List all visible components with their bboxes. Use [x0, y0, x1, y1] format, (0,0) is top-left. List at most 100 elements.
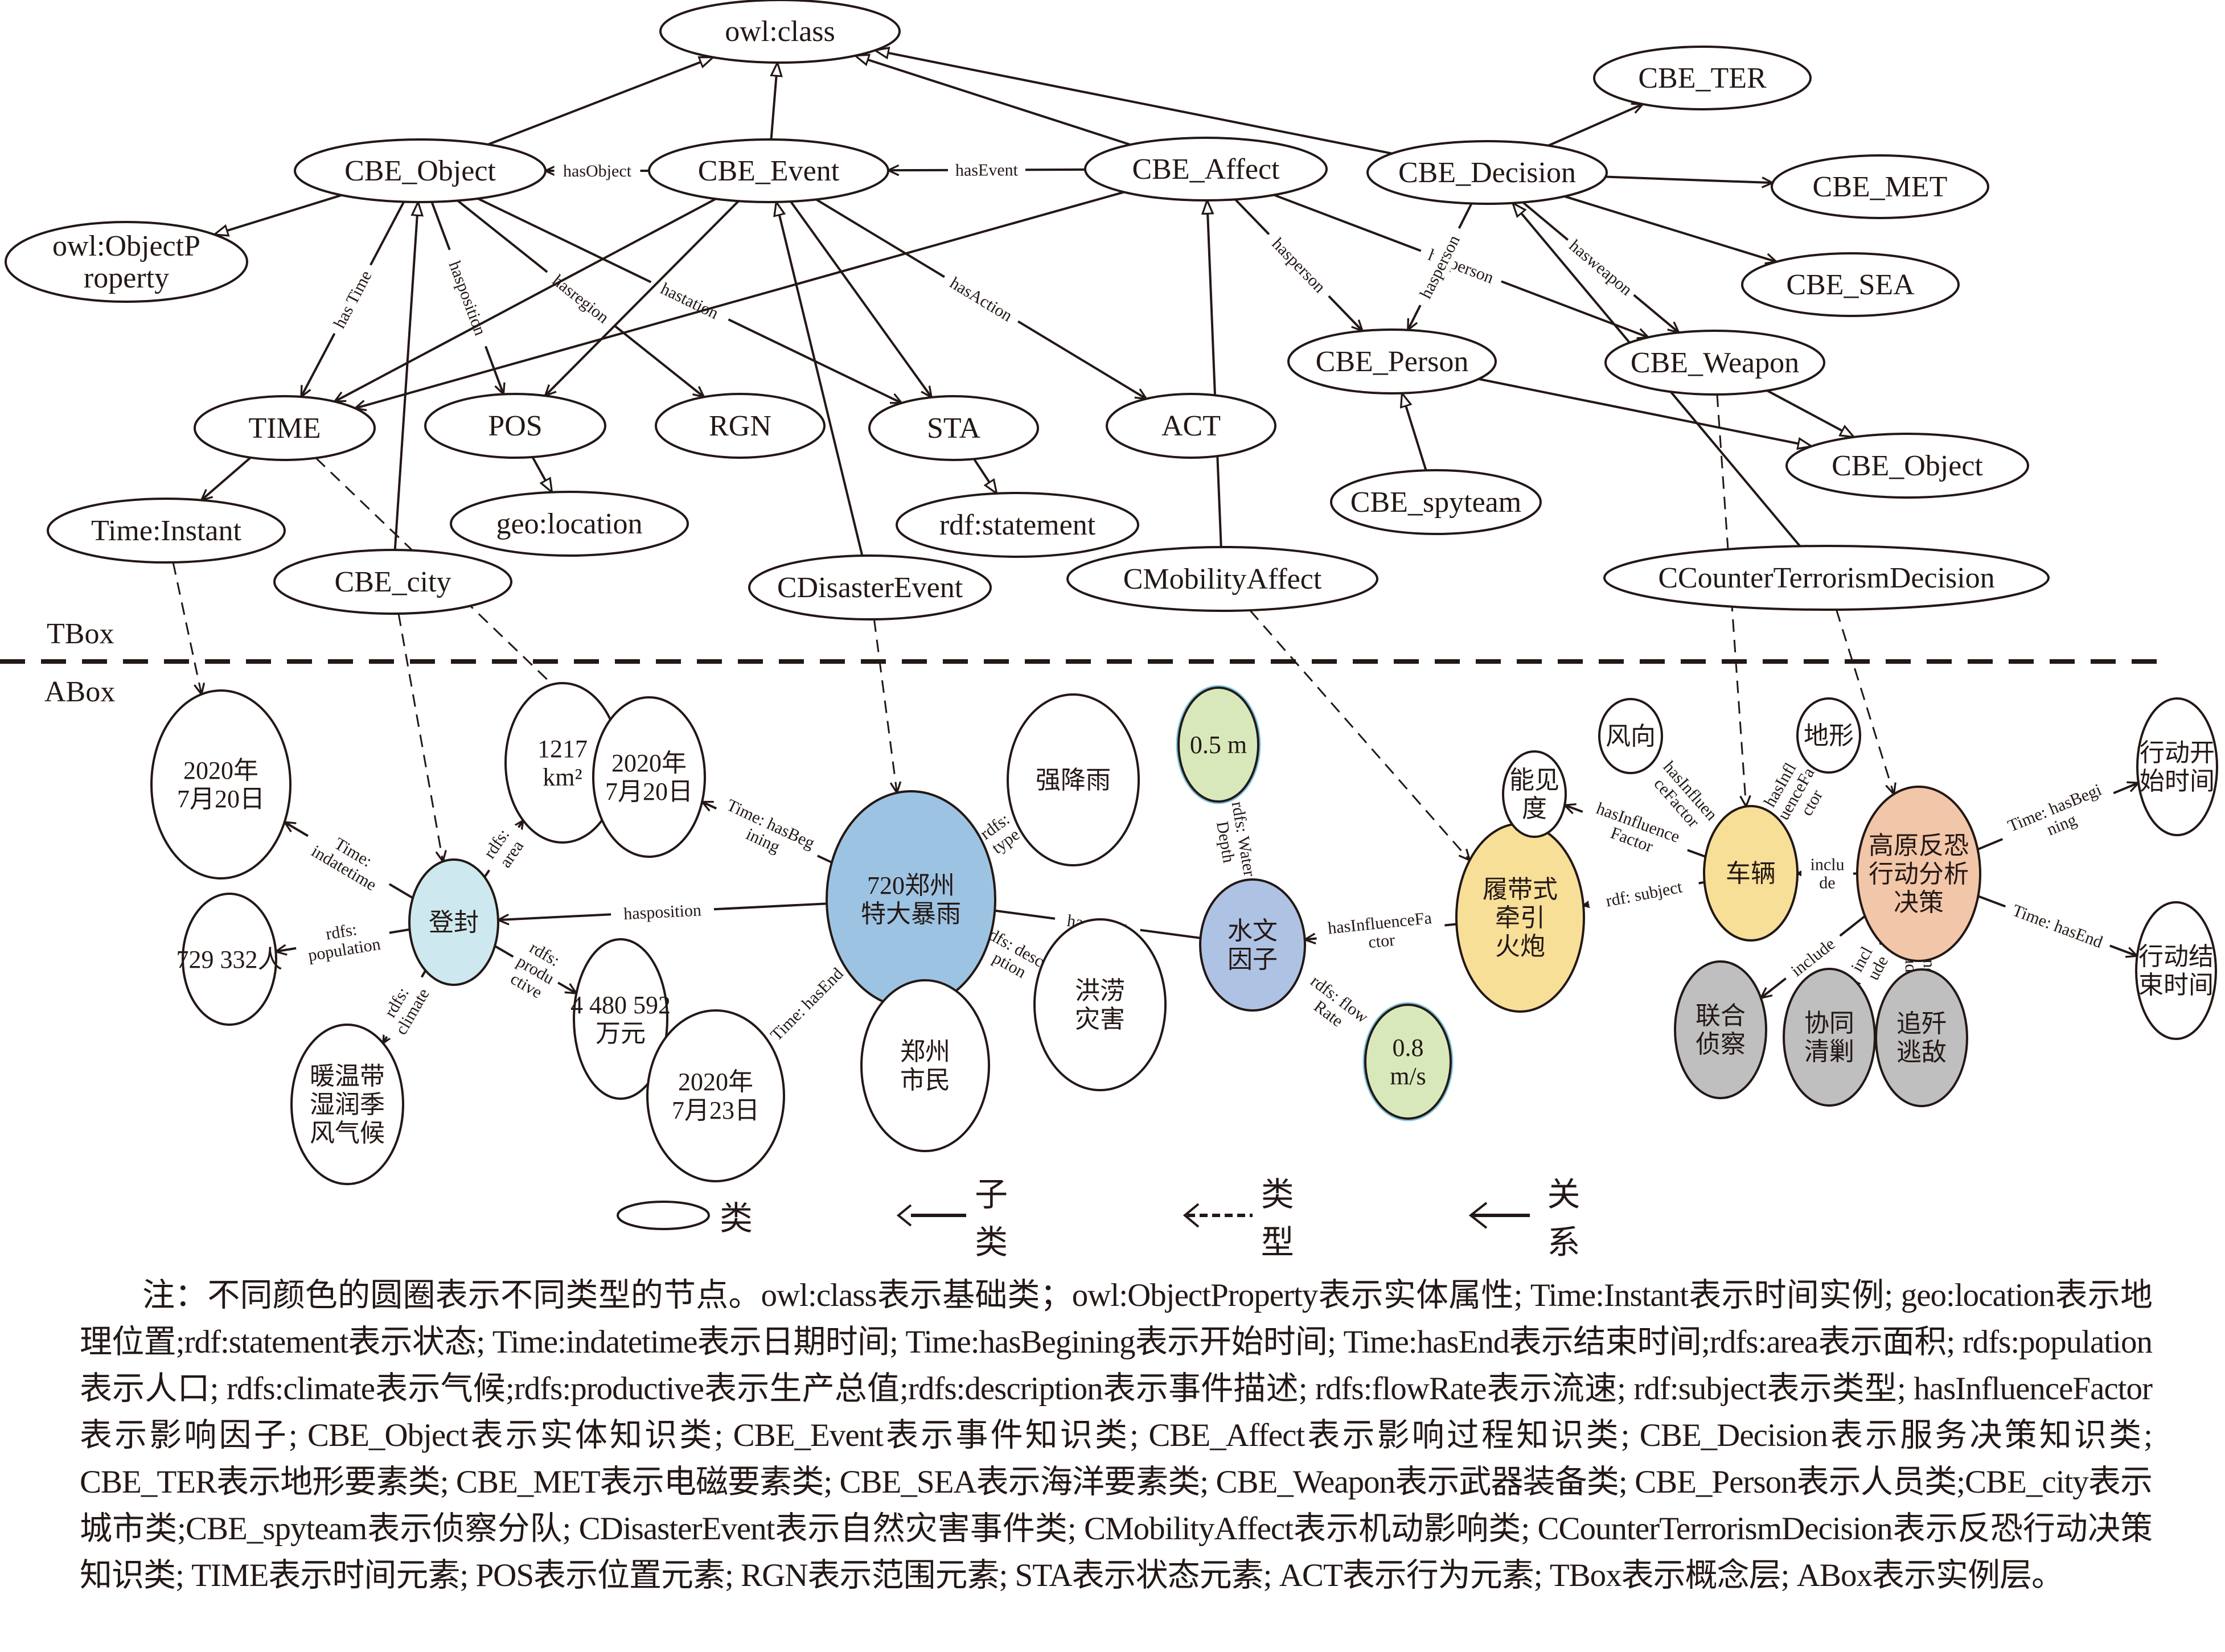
instance-node-visibility: 能见度: [1502, 750, 1567, 838]
legend-label: 子类: [975, 1176, 1008, 1261]
node-label: 7月20日: [177, 785, 265, 813]
legend-item-type: 类型: [1181, 1168, 1325, 1263]
node-shape: [573, 938, 668, 1100]
node-shape: [1177, 687, 1259, 803]
node-label: rdf:statement: [939, 509, 1096, 541]
edge-line: [873, 619, 897, 793]
edge-relation: Time:indatetime: [285, 819, 414, 902]
edge-label: rdfs:productive: [498, 931, 573, 1008]
node-shape: [2136, 697, 2218, 836]
node-label: 风向: [1606, 722, 1656, 750]
abox-label: ABox: [44, 676, 115, 708]
edge-line: [776, 202, 864, 556]
class-node-cbe-met: CBE_MET: [1771, 154, 1989, 219]
edge-relation: [545, 200, 740, 396]
node-shape: [194, 395, 376, 461]
class-node-cbe-weapon: CBE_Weapon: [1604, 330, 1825, 396]
edge-instance: [172, 562, 202, 695]
edge-label-bg: [646, 272, 733, 330]
node-shape: [150, 689, 292, 880]
node-label: 行动分析: [1869, 860, 1969, 888]
node-label: 灾害: [1075, 1005, 1125, 1033]
instance-node-dengfeng: 登封: [408, 858, 499, 986]
class-node-cbe-sea: CBE_SEA: [1741, 252, 1960, 317]
edge-line: [545, 200, 740, 396]
edge-label-bg: [610, 898, 715, 926]
node-label: 火炮: [1495, 932, 1545, 960]
edge-label-bg: [1841, 935, 1898, 992]
node-shape: [294, 138, 547, 203]
edge-line: [855, 56, 1131, 146]
node-label: 水文: [1228, 917, 1278, 945]
node-shape: [290, 1024, 404, 1185]
edge-label-bg: [298, 819, 400, 902]
class-node-cmobility: CMobilityAffect: [1066, 546, 1378, 612]
edge-label-bg: [473, 816, 535, 882]
instance-node-heavyrain: 强降雨: [1007, 693, 1140, 866]
node-shape: [1199, 878, 1306, 1012]
node-label: geo:location: [496, 508, 642, 540]
class-node-owl-objprop: owl:ObjectProperty: [5, 221, 248, 303]
node-shape: [1603, 545, 2050, 611]
edge-relation: hasposition: [430, 202, 503, 394]
instance-node-vehicle: 车辆: [1703, 805, 1799, 942]
edge-relation: has Time: [301, 201, 405, 397]
edge-line: [1547, 104, 1643, 147]
node-shape: [646, 1009, 785, 1182]
node-label: CBE_Object: [344, 155, 496, 187]
tbox-label: TBox: [47, 618, 114, 650]
edge-subclass: [1207, 200, 1222, 548]
instance-node-population: 729 332人: [176, 893, 283, 1026]
node-label: CBE_Decision: [1398, 157, 1576, 189]
class-node-owl-class: owl:class: [659, 0, 901, 64]
edge-label-bg: [947, 159, 1026, 181]
legend-item-relation: 关系: [1467, 1168, 1611, 1263]
node-label: 联合: [1696, 1002, 1746, 1030]
edge-label: include: [1841, 935, 1898, 992]
node-shape: [47, 498, 286, 564]
node-shape: [1856, 786, 1981, 962]
node-label: CBE_spyteam: [1350, 486, 1521, 519]
edge-relation: hasperson: [1234, 198, 1362, 331]
edge-label: Time:indatetime: [298, 819, 400, 902]
class-node-rdf-statement: rdf:statement: [896, 492, 1139, 558]
class-node-geo-location: geo:location: [450, 491, 689, 557]
node-label: CBE_MET: [1813, 171, 1948, 203]
node-label: CBE_Affect: [1132, 153, 1280, 186]
edge-line: [875, 50, 1393, 155]
node-shape: [1741, 252, 1960, 317]
figure-notes: 注：不同颜色的圆圈表示不同类型的节点。owl:class表示基础类；owl:Ob…: [80, 1277, 2153, 1593]
node-label: 行动结: [2138, 943, 2214, 971]
instance-node-terrain: 地形: [1796, 697, 1861, 774]
edge-label: hasregion: [540, 264, 622, 334]
edge-label: hasweapon: [1561, 231, 1641, 303]
edge-label: hasposition: [610, 898, 715, 926]
legend-label: 关系: [1547, 1176, 1581, 1261]
node-label: 0.8: [1393, 1034, 1424, 1062]
edge-label-bg: [554, 160, 641, 182]
node-shape: [1796, 697, 1861, 774]
node-shape: [896, 492, 1139, 558]
edge-label-text: hasObject: [563, 162, 632, 180]
edge-label-text: inclu: [1810, 855, 1844, 874]
node-label: 特大暴雨: [861, 900, 961, 928]
edge-line: [335, 198, 717, 401]
edge-instance: [1249, 610, 1469, 860]
edge-line: [1766, 389, 1854, 437]
node-shape: [655, 393, 826, 459]
edge-relation: Time: hasBegining: [1977, 774, 2138, 858]
edge-relation: [1547, 104, 1643, 147]
node-label: 风气候: [310, 1119, 385, 1147]
node-shape: [1364, 1004, 1452, 1120]
node-label: 7月20日: [605, 778, 693, 806]
node-label: owl:ObjectP: [52, 230, 200, 262]
edge-label-text: hasweapon: [1566, 236, 1636, 299]
edge-label: Time: hasBegining: [1994, 774, 2121, 858]
